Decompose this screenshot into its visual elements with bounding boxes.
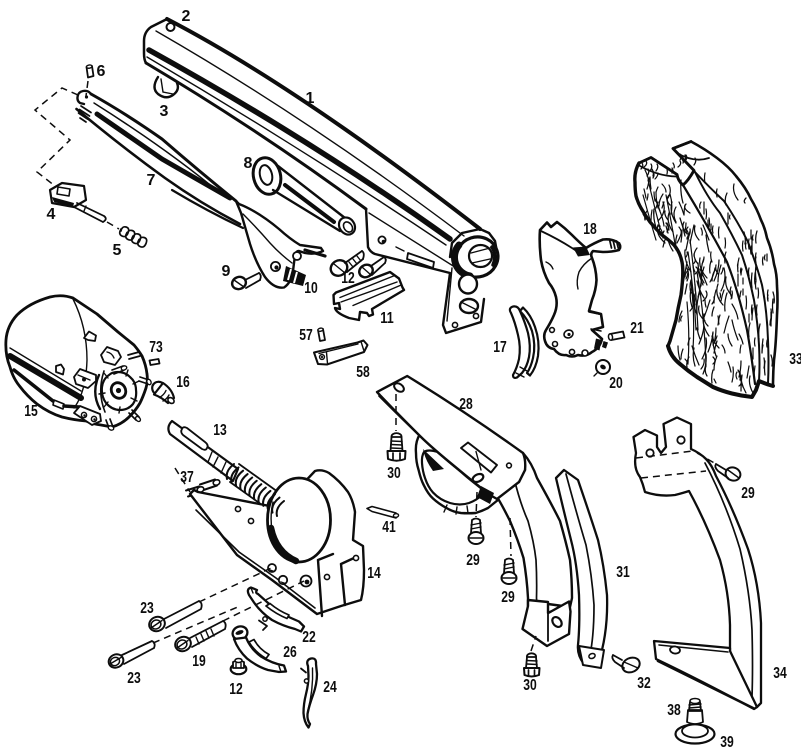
svg-text:38: 38	[667, 702, 681, 719]
svg-text:7: 7	[147, 172, 156, 189]
svg-text:73: 73	[149, 339, 163, 356]
svg-text:23: 23	[140, 600, 154, 617]
svg-text:33: 33	[789, 351, 801, 368]
svg-text:5: 5	[113, 242, 122, 259]
svg-text:29: 29	[741, 485, 755, 502]
svg-text:30: 30	[387, 465, 401, 482]
svg-text:12: 12	[229, 681, 243, 698]
svg-text:19: 19	[192, 653, 206, 670]
svg-text:11: 11	[380, 310, 394, 327]
svg-text:41: 41	[382, 519, 396, 536]
svg-text:4: 4	[47, 206, 56, 223]
svg-text:24: 24	[323, 679, 337, 696]
svg-text:39: 39	[720, 734, 734, 751]
svg-text:14: 14	[367, 565, 381, 582]
svg-text:29: 29	[466, 552, 480, 569]
svg-text:29: 29	[501, 589, 515, 606]
svg-text:10: 10	[304, 280, 318, 297]
svg-text:20: 20	[609, 375, 623, 392]
svg-text:26: 26	[283, 644, 297, 661]
svg-text:3: 3	[160, 103, 169, 120]
svg-text:31: 31	[616, 564, 630, 581]
svg-text:58: 58	[356, 364, 370, 381]
svg-text:2: 2	[182, 8, 191, 25]
svg-text:32: 32	[637, 675, 651, 692]
svg-text:28: 28	[459, 396, 473, 413]
svg-text:1: 1	[306, 90, 315, 107]
svg-text:15: 15	[24, 403, 38, 420]
svg-text:34: 34	[773, 665, 787, 682]
svg-text:17: 17	[493, 339, 507, 356]
svg-text:57: 57	[299, 327, 313, 344]
svg-text:9: 9	[222, 263, 231, 280]
svg-text:6: 6	[97, 63, 106, 80]
svg-text:22: 22	[302, 629, 316, 646]
svg-text:18: 18	[583, 221, 597, 238]
svg-text:12: 12	[341, 270, 355, 287]
svg-text:8: 8	[244, 155, 253, 172]
svg-text:13: 13	[213, 422, 227, 439]
svg-text:23: 23	[127, 670, 141, 687]
svg-text:30: 30	[523, 677, 537, 694]
svg-text:16: 16	[176, 374, 190, 391]
svg-text:37: 37	[180, 469, 194, 486]
svg-text:21: 21	[630, 320, 644, 337]
